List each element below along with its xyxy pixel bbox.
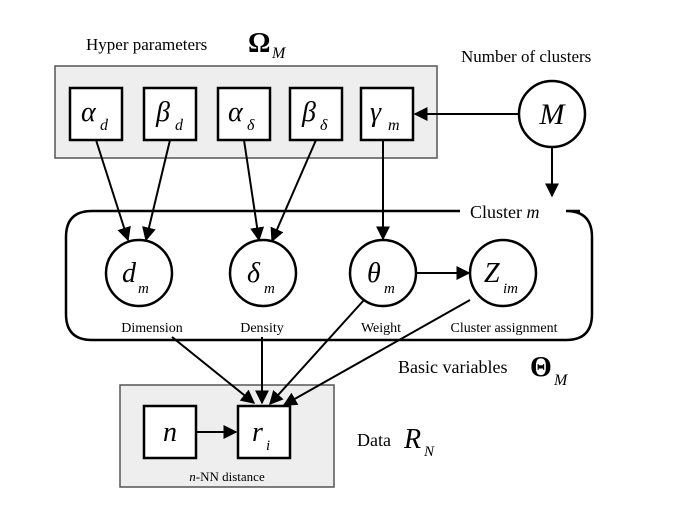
svg-text:i: i [266, 438, 270, 454]
number-of-clusters-label: Number of clusters [461, 47, 591, 66]
svg-text:γ: γ [370, 97, 382, 128]
R-subscript: N [423, 444, 435, 460]
theta-symbol: Θ [530, 352, 552, 383]
hyper-param-gamma-m: γ m [359, 86, 415, 142]
svg-text:d: d [100, 117, 109, 134]
svg-text:d: d [122, 258, 137, 289]
caption-cluster-assignment: Cluster assignment [451, 321, 558, 336]
nn-distance-caption: n-NN distance [189, 469, 265, 484]
svg-text:n: n [163, 417, 177, 448]
node-M: M [517, 79, 587, 149]
edge-alpha-delta-to-delta-m [243, 139, 265, 242]
omega-symbol: Ω [248, 28, 270, 59]
svg-text:r: r [252, 417, 263, 448]
svg-text:β: β [301, 97, 316, 128]
node-delta-m: δ m [228, 238, 298, 308]
node-theta-m: θ m [348, 238, 418, 308]
edge-Z-im-to-r-i [282, 299, 471, 406]
edge-beta-d-to-d-m [142, 139, 171, 242]
node-r-i: r i [236, 404, 292, 460]
hyper-parameters-title: Hyper parameters [86, 35, 207, 54]
node-n: n [142, 404, 198, 460]
basic-variables-title: Basic variables [398, 357, 507, 377]
hyper-param-beta-d: β d [142, 86, 198, 142]
edge-alpha-d-to-d-m [95, 139, 131, 242]
node-Z-im: Z im [468, 238, 538, 308]
svg-text:α: α [228, 97, 244, 128]
svg-text:d: d [175, 117, 184, 134]
theta-subscript: M [553, 372, 569, 389]
svg-text:m: m [138, 281, 149, 297]
svg-text:m: m [388, 117, 400, 134]
R-symbol: R [403, 424, 421, 455]
svg-text:Z: Z [484, 258, 500, 289]
edges [95, 107, 559, 439]
node-d-m: d m [104, 238, 174, 308]
svg-text:θ: θ [367, 258, 381, 289]
svg-text:δ: δ [320, 117, 328, 134]
hyper-param-alpha-delta: α δ [216, 86, 272, 142]
caption-density: Density [240, 321, 284, 336]
svg-text:δ: δ [247, 258, 261, 289]
edge-d-m-to-r-i [171, 336, 256, 404]
svg-text:α: α [81, 97, 97, 128]
caption-dimension: Dimension [121, 321, 182, 336]
svg-text:δ: δ [247, 117, 255, 134]
svg-text:M: M [539, 98, 567, 131]
edge-beta-delta-to-delta-m [270, 139, 317, 243]
cluster-plate-label: Cluster m [470, 202, 540, 222]
omega-subscript: M [271, 45, 287, 62]
svg-text:β: β [155, 97, 170, 128]
svg-text:im: im [503, 281, 518, 297]
hyper-param-alpha-d: α d [68, 86, 124, 142]
edge-theta-m-to-r-i [269, 299, 365, 406]
svg-text:m: m [264, 281, 275, 297]
caption-weight: Weight [361, 321, 401, 336]
hyper-param-beta-delta: β δ [288, 86, 344, 142]
svg-text:m: m [384, 281, 395, 297]
data-label: Data [357, 430, 391, 450]
